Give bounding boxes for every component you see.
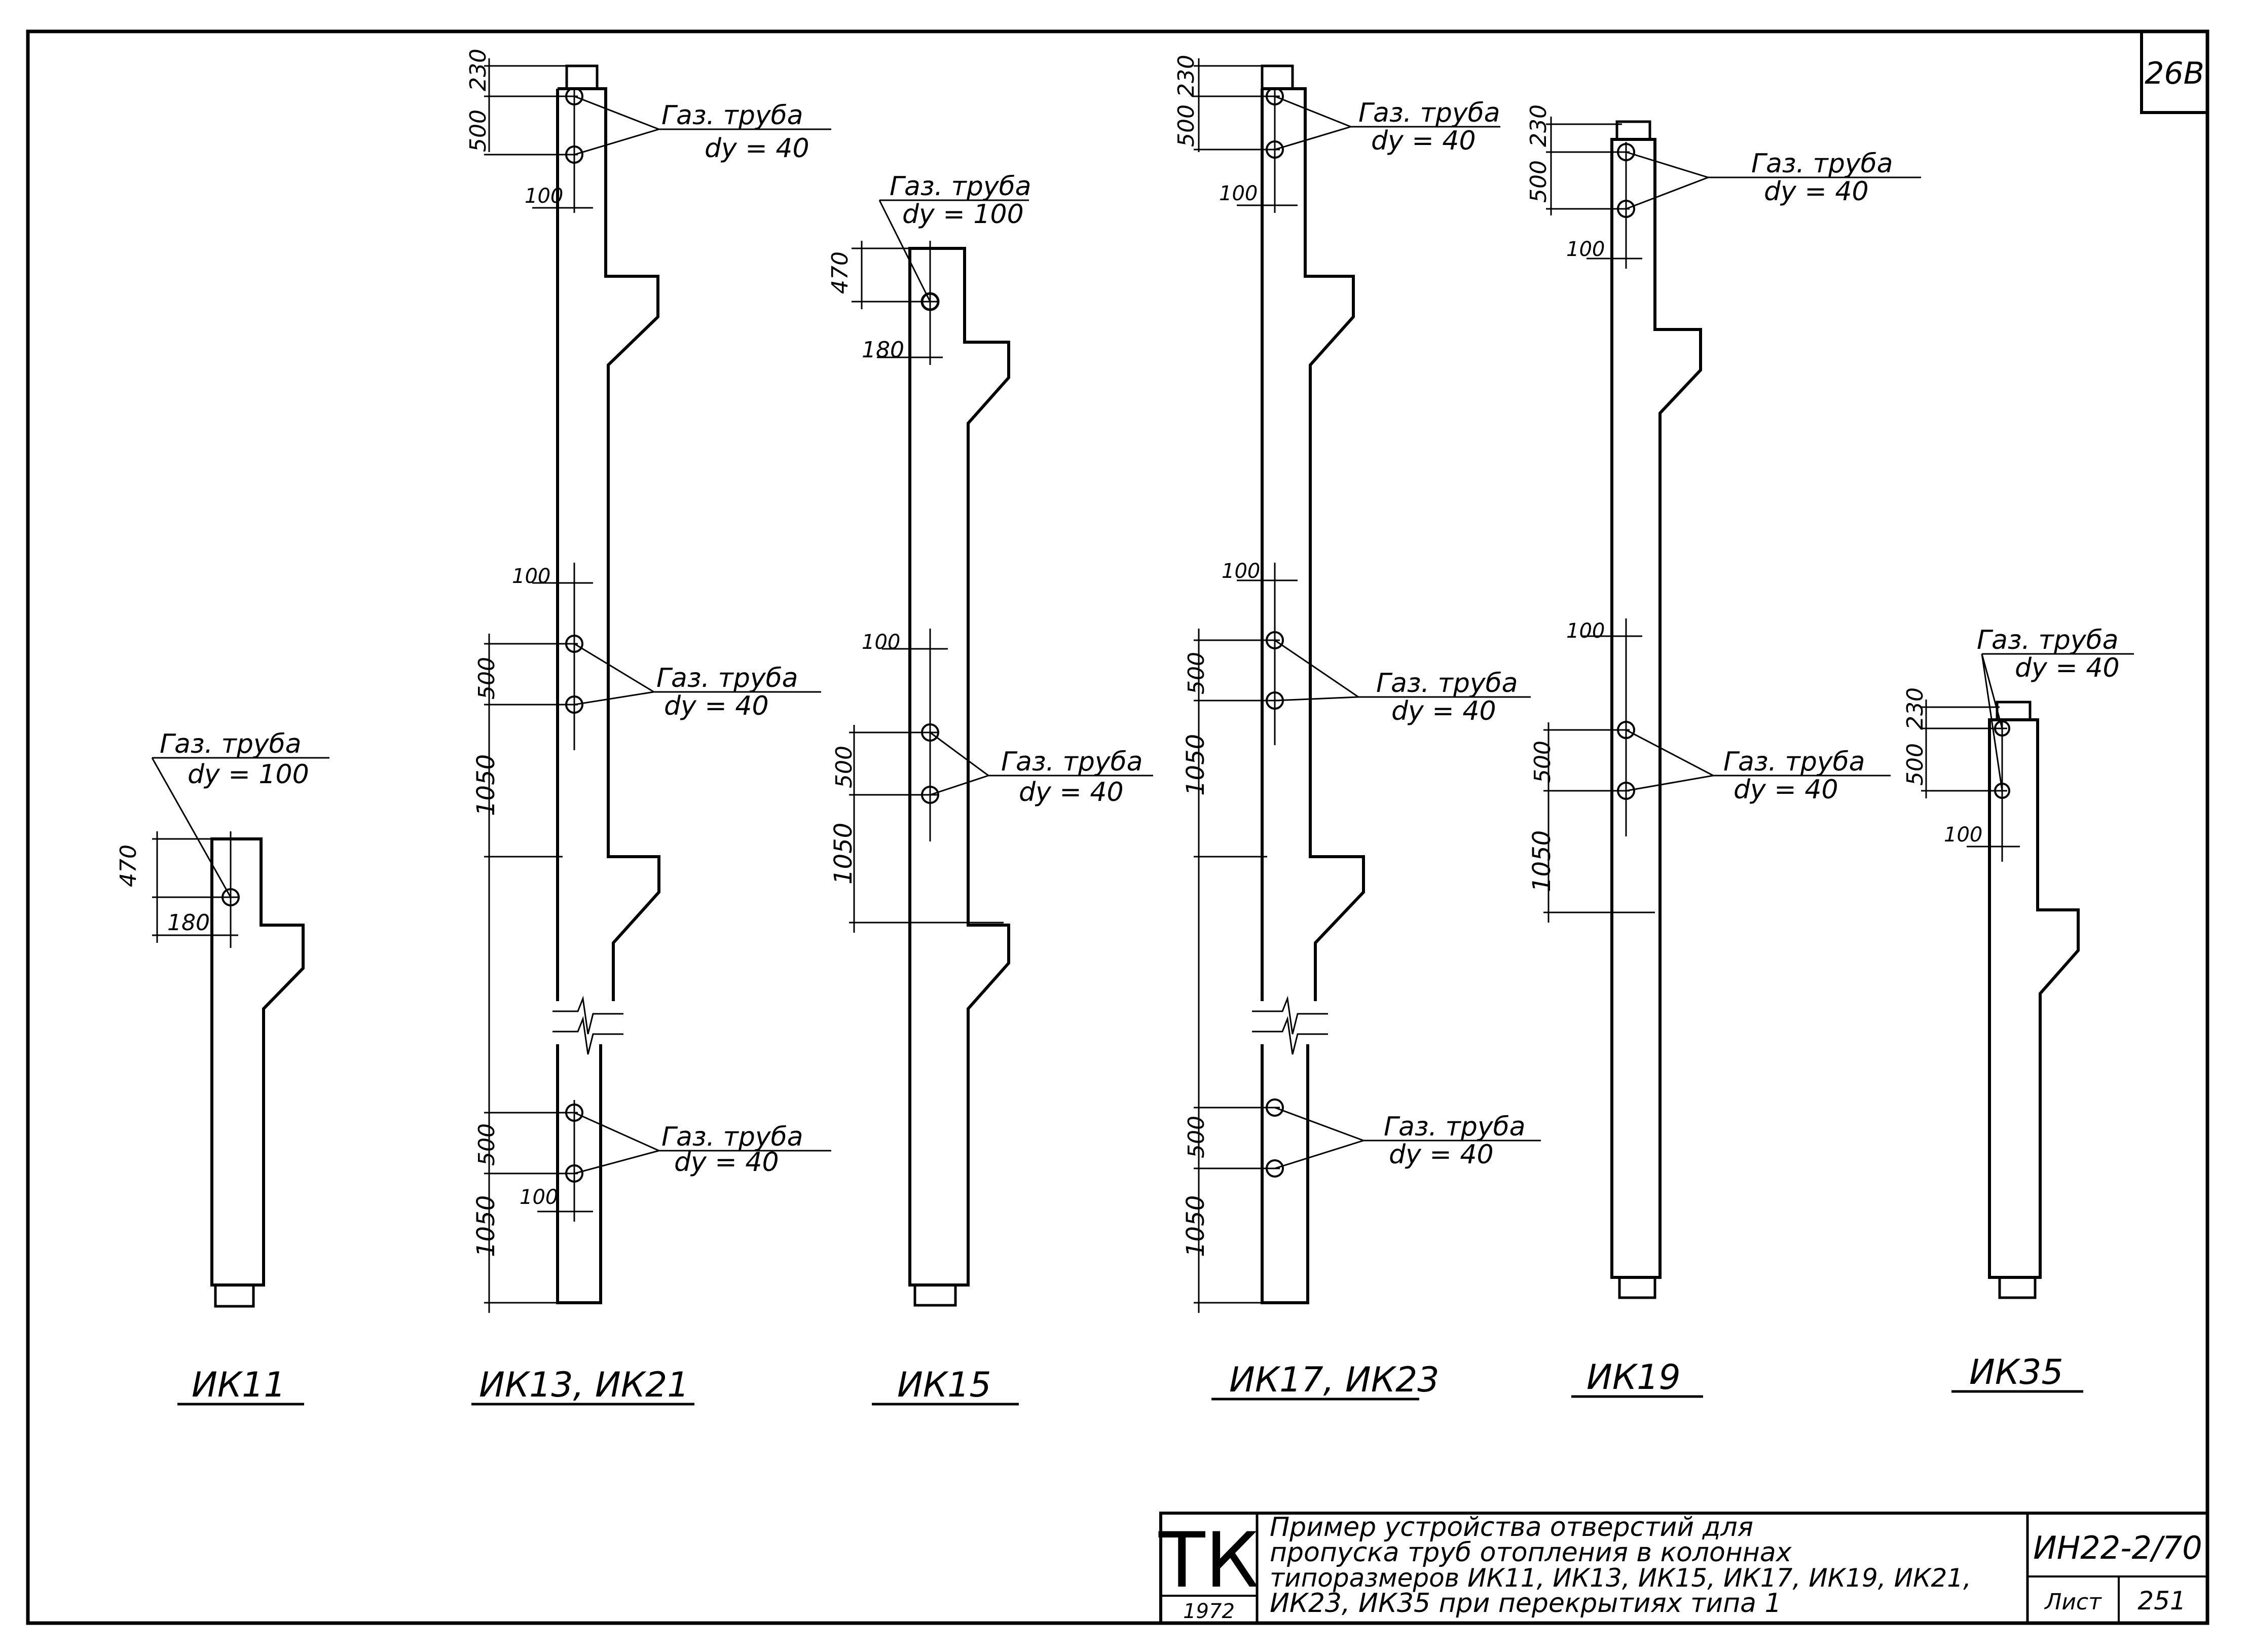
title-line-1: Пример устройства отверстий для — [1270, 1512, 1753, 1543]
pipe-label-ik19-mid: Газ. труба — [1723, 747, 1865, 777]
pipe-dy-ik13-mid: dy = 40 — [664, 691, 769, 721]
dim-100-ik35: 100 — [1944, 823, 1982, 847]
corner-number: 26В — [2145, 56, 2204, 91]
pipe-dy-ik17-bot: dy = 40 — [1389, 1140, 1494, 1170]
title-line-2: пропуска труб отопления в колоннах — [1270, 1537, 1792, 1568]
dim-500-ik17-mid: 500 — [1184, 652, 1209, 694]
pipe-dy-ik13-bot: dy = 40 — [674, 1147, 779, 1178]
sheet-label: Лист — [2044, 1589, 2102, 1615]
dim-470-ik11: 470 — [116, 845, 141, 887]
pipe-dy-ik17-top: dy = 40 — [1371, 126, 1476, 156]
dim-1050-ik13-mid: 1050 — [472, 754, 500, 816]
column-ik17-ik23 — [1194, 58, 1541, 1313]
pipe-label-ik15-mid: Газ. труба — [1001, 747, 1143, 777]
dim-500-ik17-top: 500 — [1173, 104, 1199, 147]
column-label-ik15: ИК15 — [897, 1365, 991, 1405]
dim-100-ik13-top: 100 — [525, 185, 563, 208]
dim-1050-ik15: 1050 — [829, 823, 858, 885]
dim-230-ik19: 230 — [1526, 104, 1552, 147]
pipe-dy-ik11: dy = 100 — [188, 759, 309, 790]
pipe-dy-ik15-mid: dy = 40 — [1019, 777, 1124, 807]
dim-1050-ik17-mid: 1050 — [1182, 734, 1210, 796]
dim-500-ik19-top: 500 — [1526, 160, 1552, 203]
corner-number-box — [2140, 30, 2209, 114]
column-ik15 — [849, 199, 1153, 1307]
pipe-dy-ik19-top: dy = 40 — [1764, 176, 1869, 207]
dim-100-ik13-mid: 100 — [512, 565, 550, 588]
pipe-dy-ik15-top: dy = 100 — [902, 199, 1024, 230]
title-line-3: типоразмеров ИК11, ИК13, ИК15, ИК17, ИК1… — [1270, 1563, 1971, 1593]
dim-230-ik13: 230 — [465, 49, 491, 91]
dim-1050-ik13-bot: 1050 — [472, 1195, 500, 1257]
dim-100-ik13-bot: 100 — [520, 1186, 558, 1209]
pipe-label-ik13-mid: Газ. труба — [656, 663, 798, 693]
pipe-label-ik13-bot: Газ. труба — [661, 1122, 803, 1152]
column-label-ik35: ИК35 — [1969, 1352, 2063, 1392]
column-ik35 — [1921, 653, 2134, 1299]
pipe-dy-ik17-mid: dy = 40 — [1391, 696, 1496, 726]
column-label-ik11: ИК11 — [192, 1365, 286, 1405]
title-logo: ТК — [1158, 1517, 1259, 1605]
column-label-ik19: ИК19 — [1587, 1357, 1681, 1398]
dim-500-ik13-bot: 500 — [474, 1123, 500, 1166]
pipe-label-ik11: Газ. труба — [160, 729, 302, 759]
pipe-label-ik15-top: Газ. труба — [890, 171, 1031, 202]
sheet-frame — [26, 29, 2209, 1625]
column-ik13-ik21 — [484, 58, 831, 1313]
dim-500-ik35: 500 — [1902, 743, 1928, 786]
pipe-dy-ik35: dy = 40 — [2015, 653, 2120, 683]
pipe-label-ik13-top: Газ. труба — [661, 100, 803, 131]
dim-100-ik17-top: 100 — [1219, 182, 1258, 205]
dim-500-ik15: 500 — [831, 746, 857, 788]
title-year: 1972 — [1183, 1600, 1235, 1623]
title-block — [1159, 1512, 2209, 1625]
pipe-label-ik19-top: Газ. труба — [1751, 149, 1893, 179]
pipe-label-ik17-mid: Газ. труба — [1376, 668, 1518, 699]
pipe-label-ik17-bot: Газ. труба — [1384, 1112, 1526, 1142]
sheet-number: 251 — [2137, 1586, 2186, 1616]
dim-500-ik17-bot: 500 — [1184, 1116, 1209, 1158]
pipe-dy-ik13-top: dy = 40 — [705, 133, 809, 164]
pipe-label-ik35: Газ. труба — [1977, 625, 2119, 655]
dim-500-230-ik17: 500 230 — [1173, 55, 1199, 147]
dim-100-ik19-top: 100 — [1566, 238, 1605, 261]
dim-500-ik19-mid: 500 — [1530, 741, 1556, 783]
column-ik19 — [1543, 117, 1921, 1299]
dim-180-ik11: 180 — [167, 910, 210, 936]
dim-1050-ik19-mid: 1050 — [1528, 830, 1556, 892]
dim-100-ik15: 100 — [862, 631, 900, 654]
pipe-label-ik17-top: Газ. труба — [1358, 98, 1500, 128]
column-label-ik13-ik21: ИК13, ИК21 — [479, 1365, 689, 1405]
dim-100-ik17-mid: 100 — [1222, 560, 1260, 583]
dim-sep-ik17 — [1173, 97, 1199, 104]
dim-230-ik17: 230 — [1173, 55, 1199, 97]
doc-code: ИН22-2/70 — [2033, 1529, 2202, 1566]
column-ik11 — [151, 757, 329, 1308]
dim-500-ik13-top: 500 — [465, 109, 491, 152]
dim-470-ik15: 470 — [827, 251, 853, 294]
pipe-dy-ik19-mid: dy = 40 — [1734, 775, 1838, 805]
column-label-ik17-ik23: ИК17, ИК23 — [1229, 1360, 1440, 1400]
dim-180-ik15: 180 — [862, 337, 904, 363]
dim-230-ik35: 230 — [1902, 687, 1928, 730]
dim-500-ik13-mid: 500 — [474, 657, 500, 700]
dim-1050-ik17-bot: 1050 — [1182, 1195, 1210, 1257]
title-line-4: ИК23, ИК35 при перекрытиях типа 1 — [1270, 1588, 1782, 1619]
dim-100-ik19-mid: 100 — [1566, 619, 1605, 643]
